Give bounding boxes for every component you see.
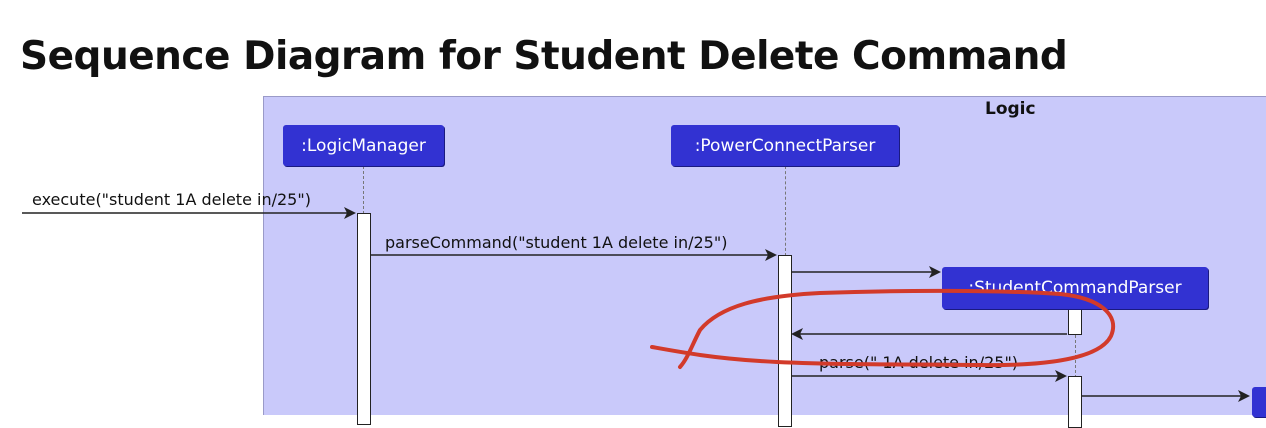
frame-label: Logic: [985, 99, 1036, 119]
participant-power-connect-parser: :PowerConnectParser: [671, 125, 899, 166]
message-next-arrowhead: [1238, 390, 1250, 402]
message-parse-command-label: parseCommand("student 1A delete in/25"): [385, 233, 728, 252]
page-title: Sequence Diagram for Student Delete Comm…: [20, 34, 1068, 79]
message-parse-command-arrowhead: [765, 249, 777, 261]
activation-student-command-parser-create: [1068, 309, 1082, 335]
lifeline-student-command-parser: [1075, 310, 1076, 378]
red-annotation-circle: [650, 288, 1115, 369]
diagram-arrows: [22, 207, 1250, 402]
participant-offscreen-box: [1252, 387, 1266, 417]
message-return-arrowhead: [791, 328, 803, 340]
lifeline-logic-manager: [363, 166, 364, 214]
message-execute-label: execute("student 1A delete in/25"): [32, 190, 311, 209]
message-create-arrowhead: [929, 266, 941, 278]
message-parse-arrowhead: [1055, 370, 1067, 382]
message-execute-arrowhead: [344, 207, 356, 219]
lifeline-power-connect-parser: [785, 166, 786, 256]
message-parse-label: parse(" 1A delete in/25"): [819, 353, 1019, 372]
participant-logic-manager: :LogicManager: [283, 125, 444, 166]
